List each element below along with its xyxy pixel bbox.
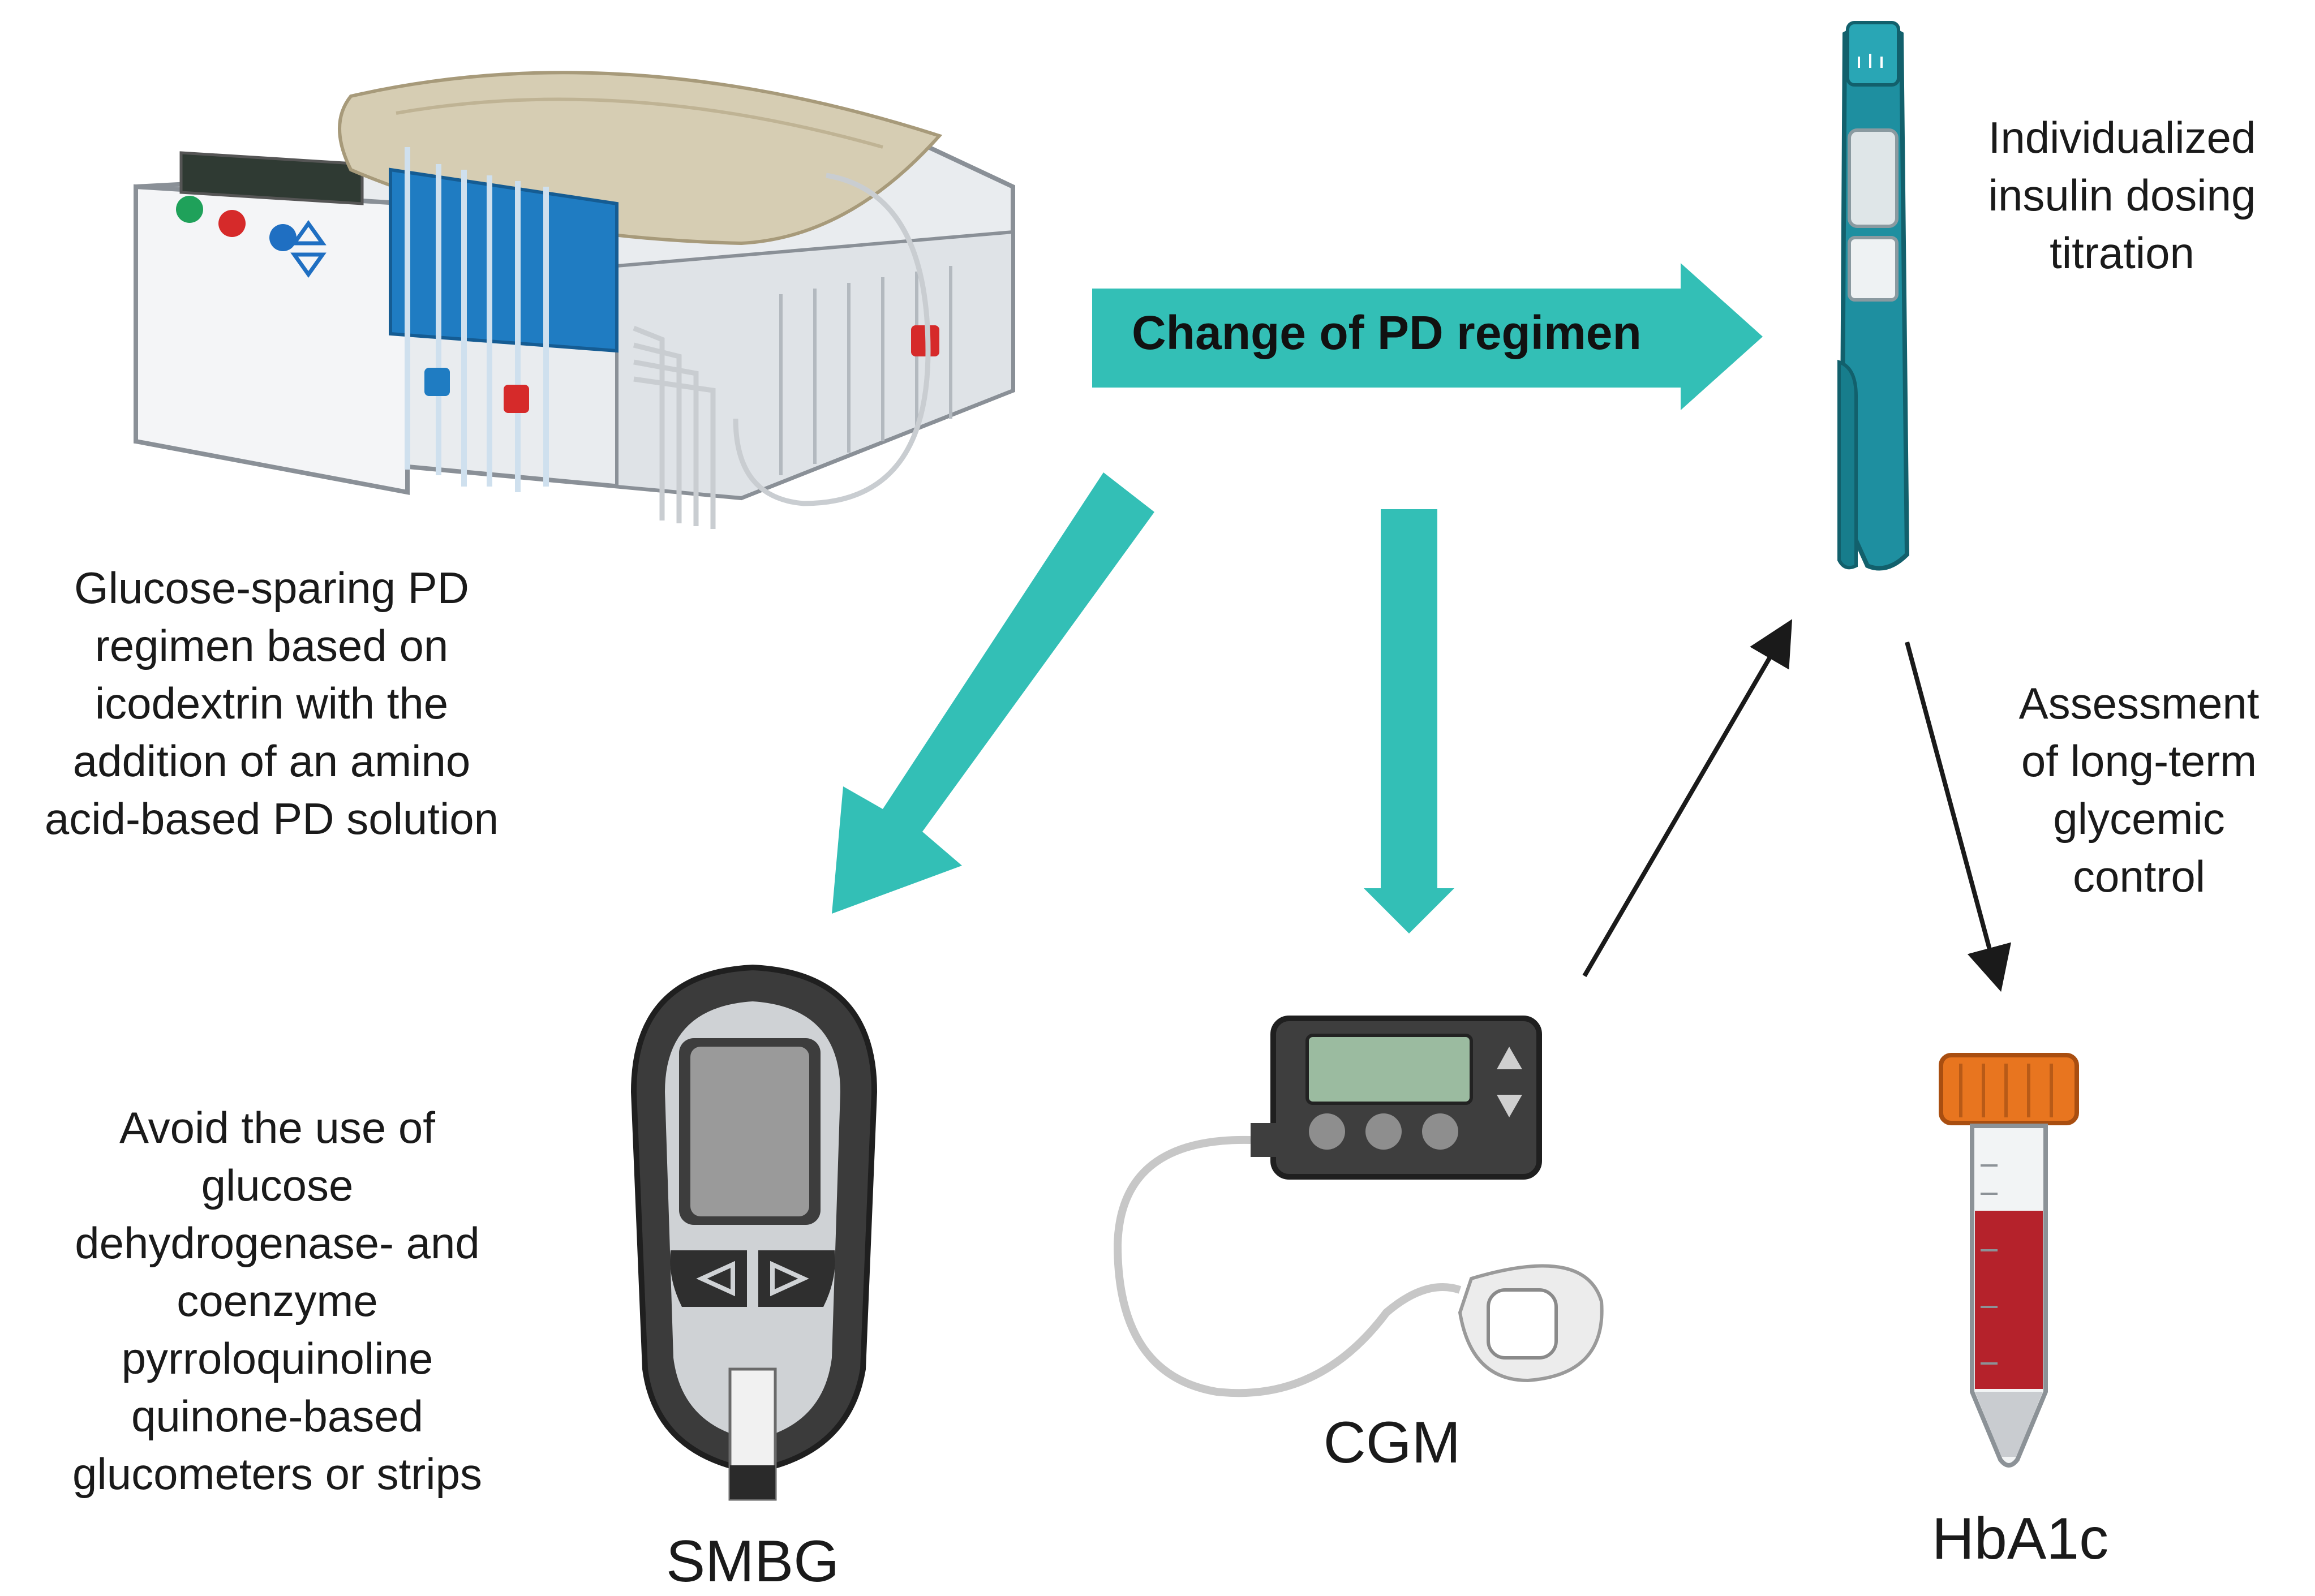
cgm-label: CGM: [1323, 1410, 1461, 1475]
change-regimen-arrow: [1092, 263, 1763, 410]
arrow-to-cgm: [1364, 509, 1454, 933]
blood-sample-tube-icon: [1939, 1053, 2079, 1468]
arrow-cgm-to-insulin: [1582, 619, 1793, 978]
smbg-label: SMBG: [665, 1529, 840, 1594]
glucometer-caution-text: Avoid the use of glucose dehydrogenase- …: [72, 1103, 482, 1499]
insulin-pump-cgm-icon: [1113, 1016, 1604, 1397]
arrow-to-smbg: [832, 472, 1154, 914]
insulin-pen-icon: [1837, 21, 1910, 571]
hba1c-label: HbA1c: [1931, 1506, 2109, 1572]
pd-regimen-description: Glucose-sparing PD regimen based on icod…: [44, 563, 499, 844]
glycemic-assessment-text: Assessment of long-term glycemic control: [2018, 678, 2260, 901]
arrow-insulin-to-hba1c: [1905, 641, 2012, 992]
pd-cycler-icon: [134, 71, 1015, 529]
change-regimen-label: Change of PD regimen: [1132, 306, 1642, 359]
glucometer-icon: [630, 964, 878, 1501]
insulin-titration-text: Individualized insulin dosing titration: [1988, 113, 2256, 278]
